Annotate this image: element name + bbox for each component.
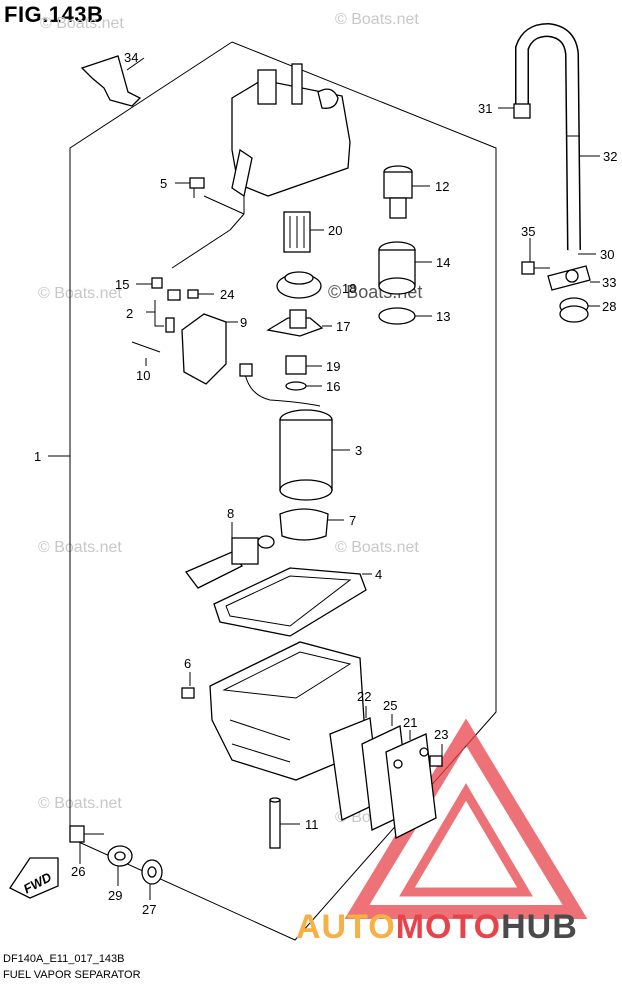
- part-33-clamp: [547, 265, 600, 291]
- callout-34: 34: [124, 50, 138, 65]
- callout-32: 32: [603, 149, 617, 164]
- part-19-seal: [285, 355, 322, 375]
- part-2-terminal: [146, 289, 181, 333]
- part-16-o-ring: [285, 381, 322, 391]
- part-26-bolt: [69, 825, 104, 864]
- group-frame: [69, 41, 497, 941]
- callout-21: 21: [403, 715, 417, 730]
- part-7-pump-bracket: [279, 508, 344, 541]
- part-24-screw: [187, 289, 214, 299]
- callout-16: 16: [326, 379, 340, 394]
- callout-4: 4: [375, 567, 382, 582]
- callout-35: 35: [521, 224, 535, 239]
- callout-9: 9: [240, 315, 247, 330]
- watermark: © Boats.net: [38, 795, 122, 812]
- callout-28: 28: [602, 299, 616, 314]
- watermark: © Boats.net: [335, 11, 419, 28]
- callout-29: 29: [108, 888, 122, 903]
- part-23-screw: [429, 744, 443, 767]
- callout-2: 2: [126, 306, 133, 321]
- part-13-o-ring: [378, 307, 432, 325]
- part-14-filter-cup: [378, 241, 432, 295]
- part-5-screw: [175, 177, 205, 198]
- figure-title: FIG.143B: [4, 2, 104, 27]
- callout-14: 14: [436, 255, 450, 270]
- callout-23: 23: [434, 727, 448, 742]
- callout-12: 12: [435, 179, 449, 194]
- part-3-fuel-pump: [239, 363, 350, 501]
- callout-10: 10: [136, 368, 150, 383]
- part-34-clip: [80, 55, 145, 107]
- part-6-bolt: [181, 672, 195, 699]
- part-17-float: [266, 309, 332, 337]
- part-9-cover: [181, 313, 238, 385]
- callout-6: 6: [184, 656, 191, 671]
- callout-25: 25: [383, 698, 397, 713]
- part-21-cover-plate: [385, 730, 437, 839]
- automotohub-logo: AUTOMOTOHUB: [296, 908, 578, 946]
- callout-7: 7: [349, 513, 356, 528]
- callout-17: 17: [336, 319, 350, 334]
- callout-20: 20: [328, 223, 342, 238]
- part-15-screw: [136, 277, 163, 289]
- watermark: © Boats.net: [38, 539, 122, 556]
- watermark: © Boats.net: [38, 285, 122, 302]
- watermark: © Boats.net: [335, 539, 419, 556]
- model-code: DF140A_E11_017_143B: [3, 953, 125, 965]
- callout-11: 11: [305, 817, 319, 832]
- part-35-bolt: [521, 238, 550, 275]
- part-11-pipe: [269, 797, 300, 849]
- callout-13: 13: [436, 309, 450, 324]
- part-18-float-cover: [276, 271, 322, 299]
- part-20-filter: [283, 211, 324, 253]
- callout-24: 24: [220, 287, 234, 302]
- callout-33: 33: [602, 275, 616, 290]
- callout-30: 30: [600, 247, 614, 262]
- watermark: © Boats.net: [40, 15, 124, 32]
- callout-27: 27: [142, 902, 156, 917]
- fwd-arrow-icon: FWD: [9, 857, 59, 899]
- callout-3: 3: [355, 443, 362, 458]
- part-32-hose: [515, 22, 600, 255]
- part-28-grommet: [559, 297, 600, 323]
- callout-18: 18: [342, 281, 356, 296]
- callout-1: 1: [34, 449, 41, 464]
- callout-31: 31: [478, 101, 492, 116]
- callout-22: 22: [357, 689, 371, 704]
- part-8-strainer: [184, 522, 275, 589]
- part-27-collar: [141, 859, 163, 900]
- callout-26: 26: [71, 864, 85, 879]
- callout-19: 19: [326, 359, 340, 374]
- part-10-pin: [131, 341, 161, 366]
- part-29-grommet: [107, 845, 133, 886]
- part-4-gasket: [213, 567, 372, 637]
- callout-15: 15: [115, 277, 129, 292]
- vapor-separator-cover: [231, 63, 351, 214]
- part-12-pressure-regulator: [383, 165, 430, 219]
- callout-5: 5: [160, 176, 167, 191]
- callout-8: 8: [227, 506, 234, 521]
- figure-caption: FUEL VAPOR SEPARATOR: [3, 969, 141, 981]
- part-31-clip: [498, 103, 531, 119]
